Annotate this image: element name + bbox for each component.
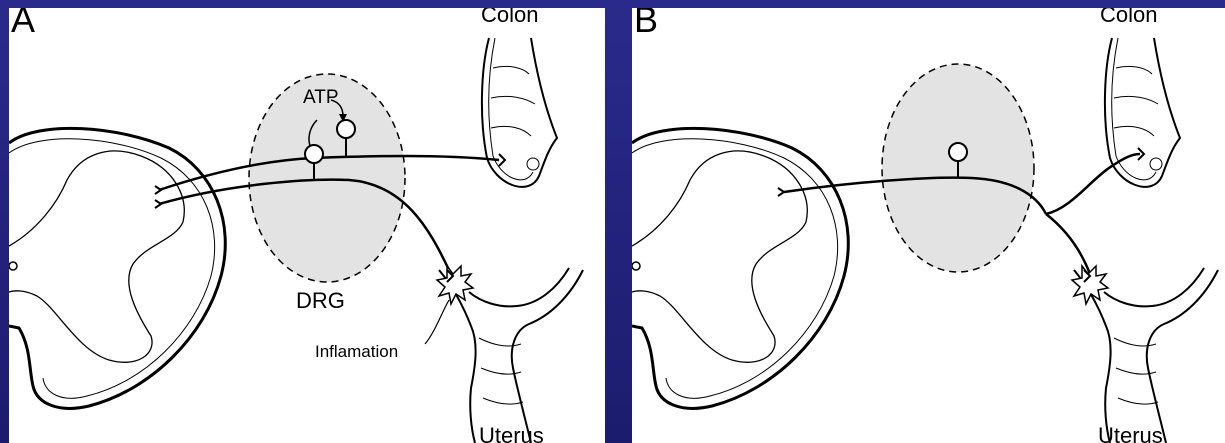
drg-label: DRG <box>296 290 345 312</box>
spinal-cord-outline-inner <box>9 139 215 398</box>
drg-cell-body-uterus <box>337 120 355 138</box>
spinal-cord-outline <box>9 128 225 408</box>
central-canal <box>632 262 640 270</box>
central-canal <box>9 262 17 270</box>
inflammation-burst <box>1072 266 1108 304</box>
colon-branch <box>1046 154 1140 214</box>
colon-label: Colon <box>1100 8 1157 26</box>
colon-illustration <box>482 38 557 187</box>
inflammation-label: Inflamation <box>315 343 398 360</box>
panel-b-letter: B <box>634 8 658 38</box>
spinal-terminal <box>778 188 784 196</box>
drg-cell-body <box>949 143 967 161</box>
uterus-label: Uterus <box>1098 425 1163 443</box>
gray-matter-outline <box>632 151 807 362</box>
panel-a-letter: A <box>11 8 35 38</box>
spinal-terminal-2 <box>155 200 161 208</box>
inflammation-leader-line <box>425 300 449 344</box>
gray-matter-outline <box>9 151 184 362</box>
atp-label: ATP <box>303 88 339 107</box>
panel-a: A Colon Uterus DRG ATP Inflamation <box>9 8 605 443</box>
drg-cell-body-colon <box>305 145 323 163</box>
colon-terminal <box>499 154 505 166</box>
inflammation-burst <box>437 266 473 304</box>
panel-a-diagram <box>9 8 605 443</box>
panel-b-diagram <box>632 8 1225 443</box>
spinal-cord-outline-inner <box>632 139 838 398</box>
colon-label: Colon <box>481 8 538 26</box>
spinal-cord-outline <box>632 128 848 408</box>
uterus-branch <box>1046 214 1090 274</box>
uterus-label: Uterus <box>479 425 544 443</box>
spinal-terminal-1 <box>155 186 161 194</box>
panel-b: B Colon Uterus <box>632 8 1225 443</box>
